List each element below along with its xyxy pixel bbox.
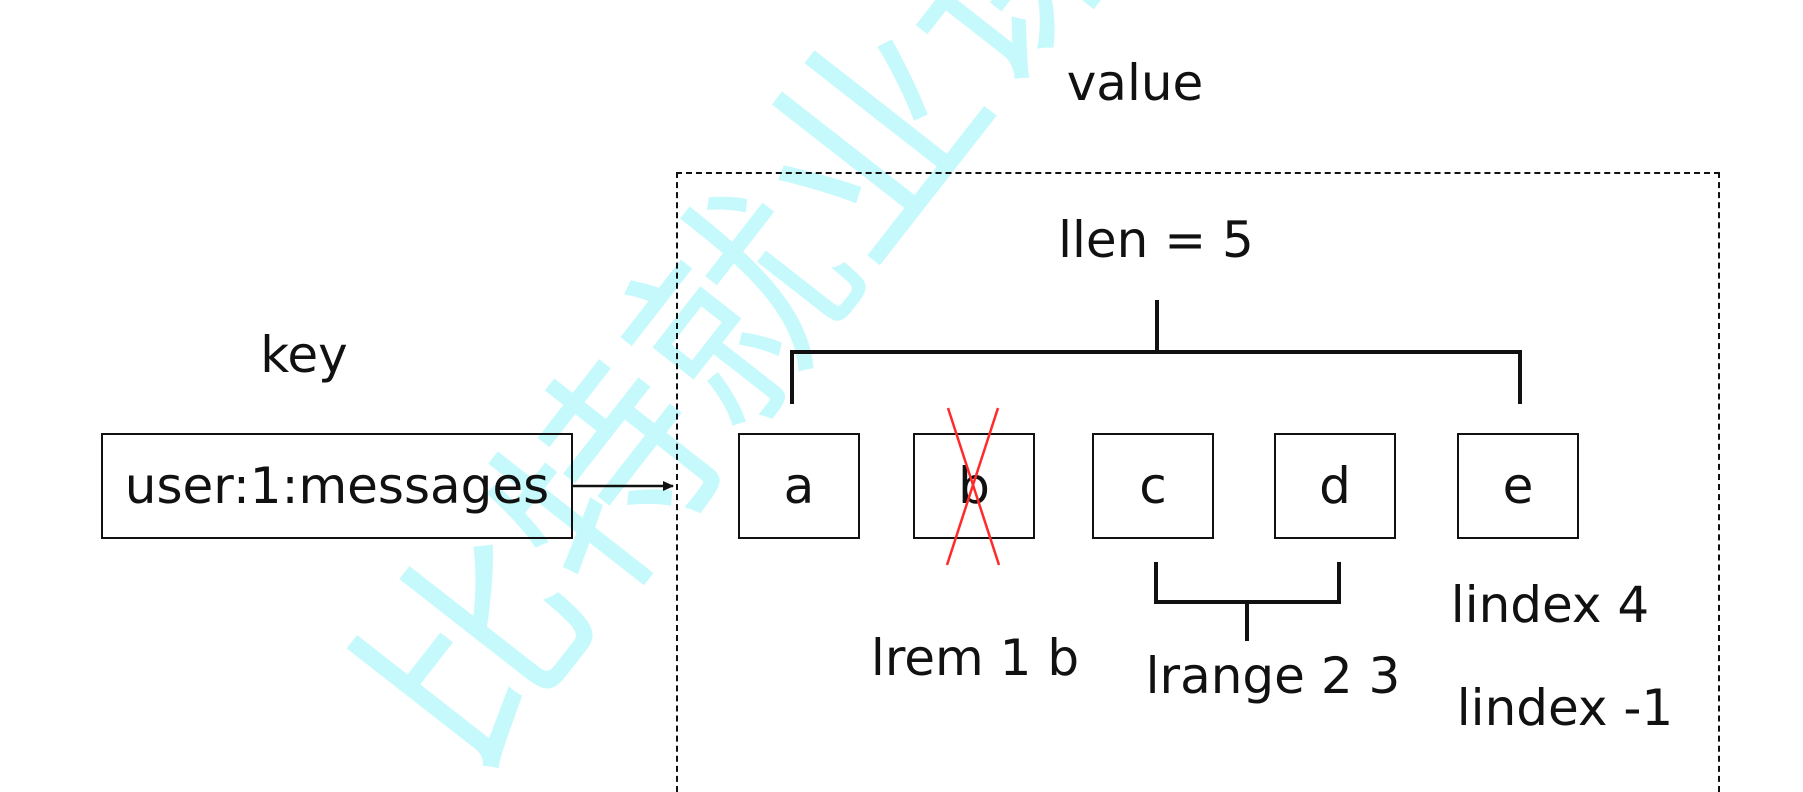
removed-cross-icon	[945, 407, 1001, 566]
list-element-label: a	[783, 457, 815, 515]
llen-bracket	[790, 300, 1522, 404]
key-box: user:1:messages	[101, 433, 573, 539]
llen-label: llen = 5	[1058, 211, 1254, 269]
list-element-e: e	[1457, 433, 1579, 539]
list-element-a: a	[738, 433, 860, 539]
connectors	[573, 300, 1522, 641]
list-element-d: d	[1274, 433, 1396, 539]
key-title: key	[260, 326, 348, 384]
list-diagram: 比特就业课 value key user:1:messages llen = 5…	[101, 0, 1720, 792]
lindex-pos-label: lindex 4	[1450, 576, 1650, 634]
lindex-neg-label: lindex -1	[1456, 679, 1674, 737]
value-container	[676, 172, 1720, 792]
value-title: value	[1066, 54, 1204, 112]
lrange-label: lrange 2 3	[1145, 647, 1401, 705]
lrem-label: lrem 1 b	[870, 629, 1080, 687]
list-element-label: c	[1139, 457, 1167, 515]
lrange-bracket	[1154, 562, 1341, 641]
list-element-label: e	[1502, 457, 1534, 515]
list-element-label: d	[1319, 457, 1351, 515]
list-element-c: c	[1092, 433, 1214, 539]
key-box-label: user:1:messages	[124, 457, 550, 515]
